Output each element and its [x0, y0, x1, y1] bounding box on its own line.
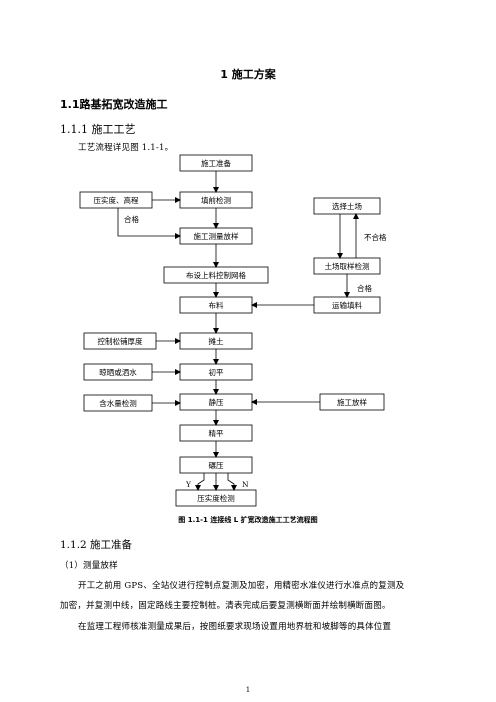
flow-main-9: 碾压	[209, 461, 224, 470]
flow-main-6: 初平	[209, 367, 224, 377]
label-yes: Y	[185, 480, 192, 489]
heading-2: 1.1路基拓宽改造施工	[60, 98, 168, 111]
flow-right-2: 运输填料	[332, 300, 362, 310]
flow-right-1: 土场取样检测	[325, 261, 370, 271]
flow-main-3: 布设上料控制网格	[186, 270, 246, 280]
flow-main-7: 静压	[209, 397, 224, 407]
box-right-1	[313, 197, 381, 215]
heading-1: 1 施工方案	[220, 68, 276, 81]
page-number: 1	[245, 686, 251, 694]
label-pass-right: 合格	[357, 283, 372, 293]
subheading-survey: （1）测量放样	[60, 561, 118, 571]
flow-main-0: 施工准备	[201, 158, 231, 168]
flow-right-0: 选择土场	[332, 201, 362, 211]
flow-main-2: 施工测量放样	[194, 231, 239, 241]
flow-left-3: 含水量检测	[99, 398, 137, 408]
flow-left-0: 压实度、高程	[94, 195, 139, 205]
flow-main-8: 精平	[209, 428, 224, 438]
flow-main-4: 布料	[209, 300, 224, 310]
section-title: 1.1.2 施工准备	[60, 539, 133, 551]
paragraph-1-line-1: 开工之前用 GPS、全站仪进行控制点复测及加密，用精密水准仪进行水准点的复测及	[78, 581, 405, 591]
flow-left-1: 控制松铺厚度	[98, 336, 143, 346]
flowchart: 施工准备 填前检测 施工测量放样 布设上料控制网格 布料 摊土 初平 静压 精平…	[79, 154, 387, 507]
flow-left-2: 晾晒或洒水	[99, 367, 137, 377]
label-pass-left: 合格	[124, 214, 139, 224]
flow-right-3: 施工放样	[337, 397, 367, 407]
label-no: N	[242, 480, 249, 489]
flow-main-5: 摊土	[209, 336, 224, 346]
flow-main-10: 压实度检测	[197, 493, 235, 503]
paragraph-1-line-2: 加密，并复测中线，固定路线主要控制桩。清表完成后要复测横断面并绘制横断面图。	[60, 601, 391, 611]
figure-caption: 图 1.1-1 连接线 L 扩宽改造施工工艺流程图	[178, 516, 318, 524]
label-fail: 不合格	[364, 232, 387, 242]
paragraph-2-line-1: 在监理工程师核准测量成果后，按图纸要求现场设置用地界桩和坡脚等的具体位置	[78, 622, 392, 632]
flow-main-1: 填前检测	[201, 195, 231, 205]
intro-text: 工艺流程详见图 1.1-1。	[78, 143, 174, 153]
heading-3: 1.1.1 施工工艺	[60, 123, 136, 136]
